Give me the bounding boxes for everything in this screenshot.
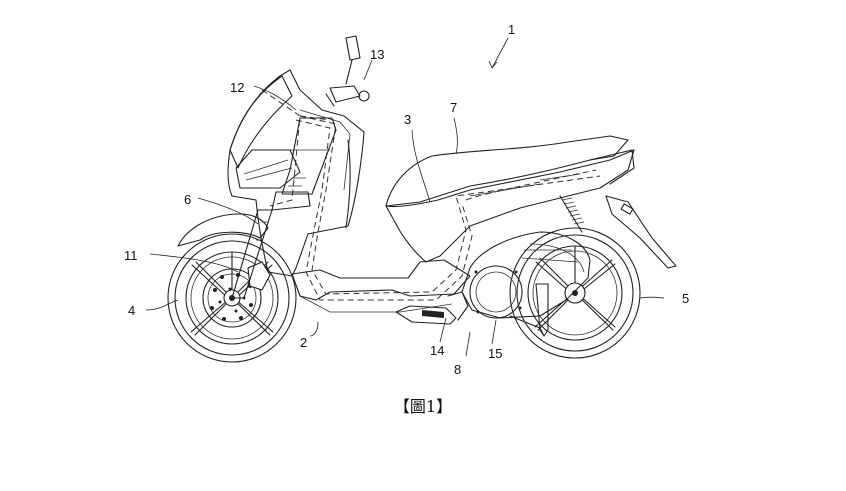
front-fender [177, 213, 269, 247]
label-8: 8 [454, 362, 461, 377]
label-1: 1 [508, 22, 515, 37]
label-12: 12 [230, 80, 244, 95]
center-stand [395, 291, 469, 325]
label-5: 5 [682, 291, 689, 306]
label-7: 7 [450, 100, 457, 115]
label-6: 6 [184, 192, 191, 207]
floorboard [291, 259, 471, 313]
rear-wheel [509, 227, 641, 359]
label-13: 13 [370, 47, 384, 62]
label-4: 4 [128, 303, 135, 318]
rear-body [385, 135, 635, 263]
reference-labels: 1 2 3 4 5 6 7 8 11 12 13 14 15 [124, 22, 689, 377]
label-15: 15 [488, 346, 502, 361]
frame-dashed [261, 89, 601, 301]
handlebar-assembly [325, 35, 370, 107]
leader-lines [145, 37, 665, 357]
label-2: 2 [300, 335, 307, 350]
front-body [227, 69, 365, 277]
engine-unit [461, 231, 591, 337]
label-14: 14 [430, 343, 444, 358]
rear-shock [559, 195, 585, 233]
figure-caption: 【圖1】 [394, 397, 452, 416]
label-11: 11 [124, 248, 138, 263]
label-3: 3 [404, 112, 411, 127]
steering-column [271, 117, 337, 211]
rear-mudguard [605, 195, 677, 269]
